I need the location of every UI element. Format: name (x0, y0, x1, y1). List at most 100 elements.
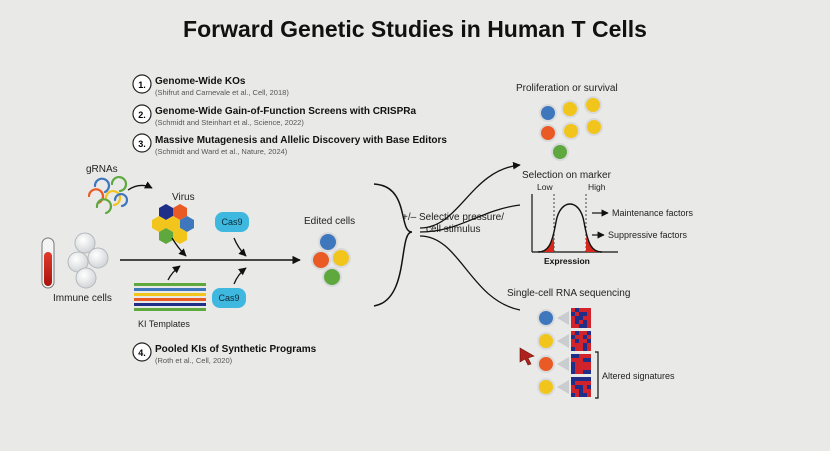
heatmap-tile (571, 324, 575, 328)
heatmap-tile (571, 347, 575, 351)
arrow-virus-down (171, 237, 187, 257)
cas9-blob (215, 212, 249, 232)
tube-blood (44, 252, 52, 286)
heatmap-tile (579, 393, 583, 397)
grna-icon (93, 177, 111, 194)
study-number-badge (132, 342, 152, 362)
heatmap-tile (575, 377, 579, 381)
arrow-cas9-down (233, 237, 247, 257)
heatmap-tile (575, 316, 579, 320)
heatmap-tile (571, 362, 575, 366)
maintenance-label: Maintenance factors (612, 208, 694, 218)
heatmap-tile (575, 312, 579, 316)
heatmap-tile (587, 377, 591, 381)
high-label: High (588, 182, 606, 192)
heatmap-tile (583, 393, 587, 397)
grna-cluster (87, 175, 129, 215)
heatmap-tile (587, 347, 591, 351)
study-reference: (Schmidt and Steinhart et al., Science, … (155, 118, 304, 127)
heatmap-tile (579, 339, 583, 343)
study-number: 2. (138, 110, 146, 120)
virus-hexagon (180, 216, 194, 232)
slide-title: Forward Genetic Studies in Human T Cells (183, 16, 647, 42)
heatmap-tile (583, 335, 587, 339)
scrna-row (537, 331, 591, 351)
study-reference: (Schmidt and Ward et al., Nature, 2024) (155, 147, 288, 156)
heatmap-tile (583, 324, 587, 328)
heatmap-tile (583, 320, 587, 324)
heatmap-tile (579, 377, 583, 381)
readout-cell (551, 143, 569, 161)
heatmap-tile (571, 381, 575, 385)
heatmap-tile (587, 308, 591, 312)
heatmap-tile (583, 385, 587, 389)
sequencing-beam (557, 380, 569, 394)
heatmap-tile (583, 389, 587, 393)
heatmap-tile (587, 358, 591, 362)
study-item-1: 1. Genome-Wide KOs (Shifrut and Carneval… (132, 74, 289, 97)
study-number-badge (132, 74, 152, 94)
heatmap-tile (579, 366, 583, 370)
cas9-label: Cas9 (221, 217, 242, 227)
heatmap-tile (587, 316, 591, 320)
heatmap-tile (575, 385, 579, 389)
study-title: Genome-Wide Gain-of-Function Screens wit… (155, 106, 416, 117)
heatmap-tile (583, 354, 587, 358)
expression-histogram (531, 194, 618, 253)
study-number: 4. (138, 348, 146, 358)
heatmap-tile (571, 370, 575, 374)
heatmap-tile (575, 358, 579, 362)
ki-template-strand (134, 283, 206, 286)
study-reference: (Shifrut and Carnevale et al., Cell, 201… (155, 88, 289, 97)
ki-templates-label: KI Templates (138, 319, 190, 329)
selection-bracket (373, 183, 413, 307)
heatmap-tile (583, 362, 587, 366)
virus-hexagon (166, 216, 180, 232)
heatmap-tile (579, 316, 583, 320)
heatmap-tile (587, 362, 591, 366)
heatmap-tile (571, 389, 575, 393)
heatmap-tile (571, 339, 575, 343)
study-number: 3. (138, 139, 146, 149)
heatmap-tile (571, 393, 575, 397)
scrna-cell (537, 309, 555, 327)
heatmap-tile (583, 308, 587, 312)
selective-pressure-text-1: +/– Selective pressure/ (402, 212, 504, 223)
heatmap-tile (575, 308, 579, 312)
readout-cell (561, 100, 579, 118)
altered-bracket (595, 351, 599, 399)
immune-cell (87, 247, 109, 269)
mouse-cursor-icon (519, 347, 535, 366)
readout-cell (539, 104, 557, 122)
heatmap-tile (587, 320, 591, 324)
grnas-label: gRNAs (86, 164, 118, 175)
altered-signatures-label: Altered signatures (602, 371, 675, 381)
heatmap-tile (587, 370, 591, 374)
heatmap-tile (583, 312, 587, 316)
heatmap-tile (571, 343, 575, 347)
immune-cell (74, 232, 96, 254)
study-list: 1. Genome-Wide KOs (Shifrut and Carneval… (132, 74, 447, 365)
heatmap-tile (571, 385, 575, 389)
ki-template-strand (134, 303, 206, 306)
grna-icon (95, 198, 113, 215)
readout-cell (539, 124, 557, 142)
ki-template-strand (134, 308, 206, 311)
heatmap-tile (579, 358, 583, 362)
proliferation-label: Proliferation or survival (516, 83, 618, 94)
heatmap-tile (587, 335, 591, 339)
scrna-row (537, 354, 591, 374)
selection-label: Selection on marker (522, 170, 612, 181)
ki-template-strand (134, 288, 206, 291)
study-item-3: 3. Massive Mutagenesis and Allelic Disco… (132, 133, 447, 156)
heatmap-tile (571, 377, 575, 381)
heatmap-tile (587, 312, 591, 316)
heatmap-tile (579, 312, 583, 316)
heatmap-tile (575, 335, 579, 339)
heatmap-tile (579, 347, 583, 351)
heatmap-tile (571, 366, 575, 370)
grna-icon (104, 189, 122, 207)
heatmap-tile (579, 354, 583, 358)
heatmap-tile (587, 339, 591, 343)
virus-hexagon (173, 228, 187, 244)
